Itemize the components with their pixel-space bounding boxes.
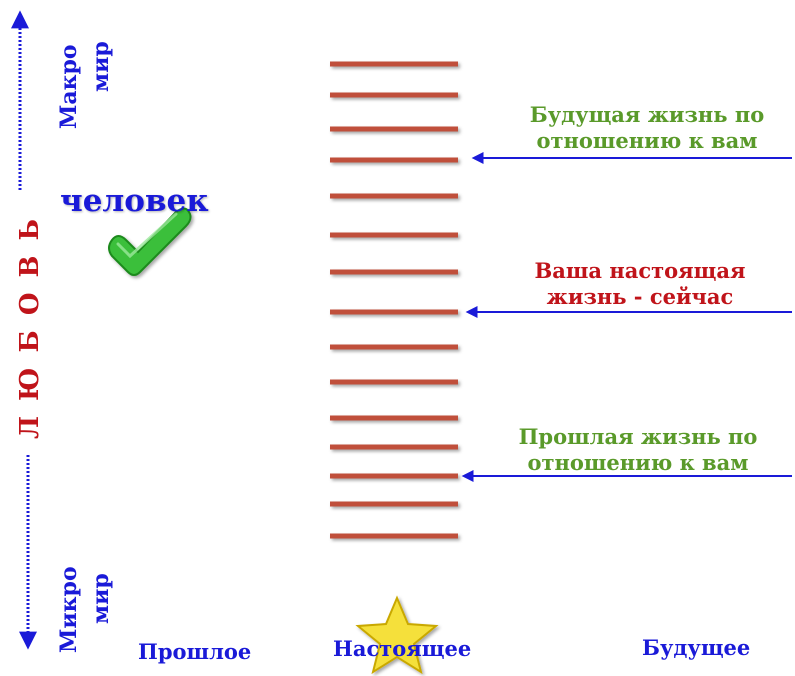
micro-line1: Микро xyxy=(56,566,82,654)
star-icon xyxy=(355,595,439,675)
life-rungs xyxy=(330,61,458,539)
person-label: человек xyxy=(60,183,209,219)
future-life-line1: Будущая жизнь по xyxy=(529,102,765,127)
present-life-line1: Ваша настоящая xyxy=(534,258,746,283)
micro-line2: мир xyxy=(88,573,114,625)
present-life-line2: жизнь - сейчас xyxy=(546,284,734,310)
checkmark-icon xyxy=(108,207,192,276)
macro-world-label: Макро мир xyxy=(56,32,122,142)
macro-line1: Макро xyxy=(56,44,82,130)
love-label: Л Ю Б О В Ь xyxy=(15,215,45,439)
past-life-text: Прошлая жизнь по отношению к вам xyxy=(503,424,773,477)
future-label: Будущее xyxy=(642,635,751,660)
past-life-line1: Прошлая жизнь по xyxy=(518,424,758,449)
present-label: Настоящее xyxy=(333,636,472,661)
macro-line2: мир xyxy=(88,41,114,93)
past-life-line2: отношению к вам xyxy=(527,450,749,476)
micro-world-label: Микро мир xyxy=(56,560,122,660)
past-label: Прошлое xyxy=(138,639,252,664)
present-life-text: Ваша настоящая жизнь - сейчас xyxy=(505,258,775,311)
future-life-text: Будущая жизнь по отношению к вам xyxy=(512,102,782,155)
future-life-line2: отношению к вам xyxy=(536,128,758,154)
